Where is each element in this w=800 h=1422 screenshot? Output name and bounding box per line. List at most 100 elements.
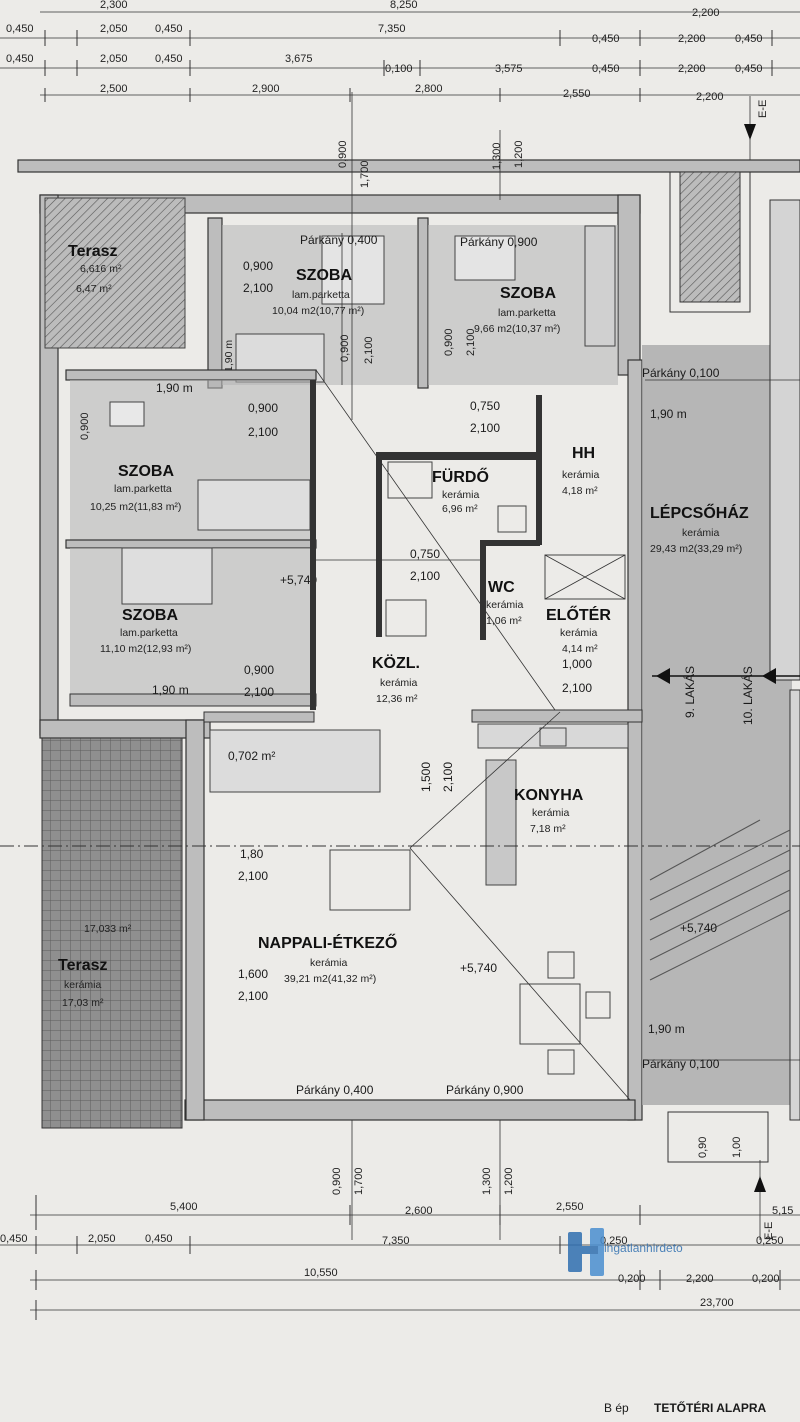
top-dim-r1-b: 8,250 — [390, 0, 418, 11]
nappali-h2: 2,100 — [238, 989, 268, 1003]
lepcsohaz-floor: kerámia — [682, 527, 720, 539]
szoba1-win-w: 0,900 — [243, 259, 273, 273]
dim-2100-v2: 2,100 — [465, 328, 477, 356]
top-dim-r3-b: 2,050 — [100, 53, 128, 65]
top-dim-r2-f: 2,200 — [678, 33, 706, 45]
furdo-floor: kerámia — [442, 489, 480, 501]
eloter-name: ELŐTÉR — [546, 605, 611, 624]
top-dim-r1-a: 2,300 — [100, 0, 128, 11]
furdo-name: FÜRDŐ — [432, 467, 489, 486]
szoba1-sill: Párkány 0,400 — [300, 233, 378, 247]
bot-dim-r2-c: 0,450 — [145, 1233, 173, 1245]
top-dim-r2-c: 0,450 — [155, 23, 183, 35]
szoba1-name: SZOBA — [296, 267, 352, 284]
furdo: FÜRDŐ kerámia 6,96 m² 0,750 2,100 — [376, 452, 536, 637]
furdo-door-w: 0,750 — [410, 547, 440, 561]
konyha-floor: kerámia — [532, 807, 570, 819]
szoba4-win-h: 2,100 — [244, 685, 274, 699]
top-dim-r4-d: 2,550 — [563, 88, 591, 100]
level-stair: +5,740 — [680, 921, 717, 935]
szoba1-floor: lam.parketta — [292, 289, 350, 301]
konyha: KONYHA kerámia 7,18 m² — [477, 723, 629, 886]
lakas9-label: 9. LAKÁS — [682, 666, 697, 718]
top-dim-r3-f: 3,575 — [495, 63, 523, 75]
konyha-name: KONYHA — [514, 787, 584, 804]
section-mark-bottom-label: E-E — [763, 1222, 775, 1240]
top-dim-r2-e: 0,450 — [592, 33, 620, 45]
terasz-top-area: 6,47 m² — [76, 283, 112, 295]
section-mark-bottom: E-E — [754, 1160, 775, 1240]
szoba2-area: 9,66 m2(10,37 m²) — [474, 323, 560, 335]
top-dim-r2-b: 2,050 — [100, 23, 128, 35]
dim-1700-top: 1,700 — [359, 160, 371, 188]
terasz-bottom-name: Terasz — [58, 957, 108, 974]
top-dim-r2-d: 7,350 — [378, 23, 406, 35]
nappali-d-2100: 2,100 — [441, 762, 455, 792]
nappali: 0,702 m² 1,500 2,100 1,80 2,100 NAPPALI-… — [209, 711, 631, 1101]
terasz-bottom-area: 17,03 m² — [62, 997, 104, 1009]
dim-0900-top: 0,900 — [337, 140, 349, 168]
lepcso-sill-top: Párkány 0,100 — [642, 366, 720, 380]
bottom-dimensions: 5,400 2,600 2,550 5,15 0,450 2,050 0,450… — [0, 1195, 800, 1320]
dim-1200-top: 1,200 — [513, 140, 525, 168]
szoba4-floor: lam.parketta — [120, 627, 178, 639]
szoba3-win-w: 0,900 — [248, 401, 278, 415]
lepcso-bed-bottom: 1,90 m — [648, 1022, 685, 1036]
top-window-dims: 1,700 0,900 1,300 1,200 0,900 2,100 0,90… — [337, 92, 525, 420]
bot-dim-r1-c: 2,550 — [556, 1201, 584, 1213]
bot-dim-r2-a: 0,450 — [0, 1233, 28, 1245]
dim-0900-v2: 0,900 — [443, 328, 455, 356]
lakas10-label: 10. LAKÁS — [740, 666, 755, 725]
wc-area: 1,06 m² — [486, 615, 522, 627]
terasz-top-name: Terasz — [68, 243, 118, 260]
top-dim-r3-a: 0,450 — [6, 53, 34, 65]
top-dim-r1-c: 2,200 — [692, 7, 720, 19]
bot-dim-r1-b: 2,600 — [405, 1205, 433, 1217]
footer-title: TETŐTÉRI ALAPRA — [654, 1400, 767, 1415]
szoba2-floor: lam.parketta — [498, 307, 556, 319]
nappali-w2: 1,600 — [238, 967, 268, 981]
terasz-bottom-floor: kerámia — [64, 979, 102, 991]
hh-area: 4,18 m² — [562, 485, 598, 497]
bottom-window-dims: 0,900 1,700 1,300 1,200 0,90 1,00 — [331, 1111, 769, 1240]
top-dim-r3-i: 0,450 — [735, 63, 763, 75]
bot-dim-r4-a: 23,700 — [700, 1297, 734, 1309]
top-dim-r4-a: 2,500 — [100, 83, 128, 95]
bot-dim-r2-b: 2,050 — [88, 1233, 116, 1245]
footer: B ép TETŐTÉRI ALAPRA — [604, 1400, 767, 1415]
nappali-name: NAPPALI-ÉTKEZŐ — [258, 933, 397, 952]
konyha-area: 7,18 m² — [530, 823, 566, 835]
outer-walls — [17, 159, 800, 1121]
szoba3-area: 10,25 m2(11,83 m²) — [90, 501, 181, 513]
top-dim-r3-g: 0,450 — [592, 63, 620, 75]
level-nappali: +5,740 — [460, 961, 497, 975]
szoba1-area: 10,04 m2(10,77 m²) — [272, 305, 364, 317]
hh-door-w: 0,750 — [470, 399, 500, 413]
dim-090-bot: 0,90 — [697, 1137, 709, 1158]
watermark-text: ingatlanhirdeto — [604, 1241, 683, 1255]
nappali-h1: 2,100 — [238, 869, 268, 883]
bot-dim-r2-f: 0,250 — [756, 1235, 784, 1247]
top-dim-r2-a: 0,450 — [6, 23, 34, 35]
dim-100-bot: 1,00 — [731, 1137, 743, 1158]
bot-dim-r2-d: 7,350 — [382, 1235, 410, 1247]
bot-dim-r1-d: 5,15 — [772, 1205, 793, 1217]
szoba-2: Párkány 0,900 SZOBA lam.parketta 9,66 m2… — [417, 217, 618, 389]
dim-2100-v1: 2,100 — [363, 336, 375, 364]
top-dim-r3-h: 2,200 — [678, 63, 706, 75]
szoba3-name: SZOBA — [118, 463, 174, 480]
nappali-w1: 1,80 — [240, 847, 264, 861]
top-dim-r4-b: 2,900 — [252, 83, 280, 95]
terasz-bottom: 17,033 m² Terasz kerámia 17,03 m² — [41, 737, 183, 1129]
footer-building: B ép — [604, 1401, 629, 1415]
nappali-area: 39,21 m2(41,32 m²) — [284, 973, 376, 985]
bot-dim-r3-a: 10,550 — [304, 1267, 338, 1279]
szoba1-win-h: 2,100 — [243, 281, 273, 295]
bot-dim-r3-b: 0,200 — [618, 1273, 646, 1285]
szoba4-name: SZOBA — [122, 607, 178, 624]
wc-floor: kerámia — [486, 599, 524, 611]
terasz-top: Terasz 6,616 m² 6,47 m² — [44, 197, 186, 349]
bot-dim-r1-a: 5,400 — [170, 1201, 198, 1213]
section-mark-top: E-E — [744, 96, 769, 160]
szoba1-bed: 1,90 m — [223, 340, 235, 372]
